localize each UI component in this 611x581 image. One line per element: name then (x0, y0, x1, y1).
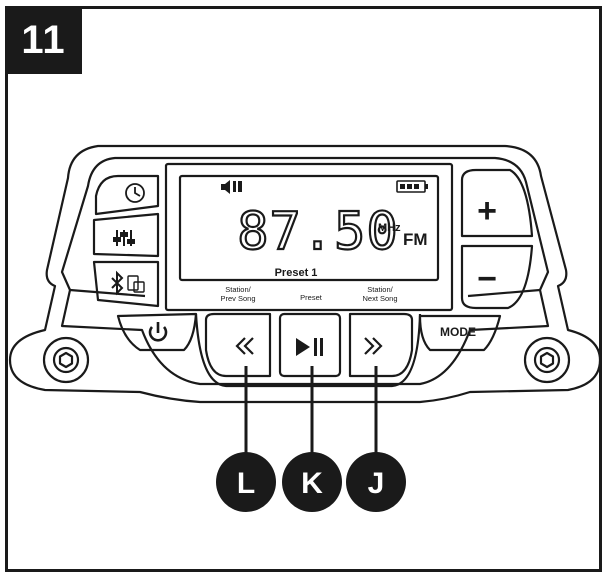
rewind-icon (235, 337, 254, 355)
prev-button[interactable] (204, 312, 272, 378)
left-mount-hex (58, 351, 74, 369)
callout-l-circle (216, 452, 276, 512)
media-source-icon (127, 275, 145, 293)
bluetooth-button[interactable] (92, 260, 160, 308)
callout-j-circle (346, 452, 406, 512)
mode-button[interactable] (418, 314, 502, 352)
play-pause-button[interactable] (278, 312, 342, 378)
callout-j-letter: J (368, 467, 385, 500)
lcd-display (178, 174, 440, 282)
device-lower-shelf (69, 288, 146, 298)
fast-forward-icon (364, 337, 383, 355)
speaker-icon (221, 180, 242, 194)
preset-button-label: Preset (300, 293, 323, 302)
minus-glyph: − (477, 260, 497, 298)
next-button[interactable] (348, 312, 414, 378)
next-label: Station/Next Song (362, 285, 397, 303)
frequency-unit: MHz (378, 222, 401, 234)
eq-button[interactable] (92, 212, 160, 258)
button-group-outline (194, 313, 422, 388)
mode-label: MODE (440, 325, 476, 339)
step-number-badge: 11 (5, 6, 82, 74)
callout-l-letter: L (237, 467, 255, 500)
right-mount-outer (523, 336, 571, 384)
volume-up-button[interactable] (460, 168, 534, 238)
clock-button[interactable] (94, 174, 160, 216)
clock-icon (125, 183, 145, 203)
preset-label: Preset 1 (275, 267, 318, 279)
right-mount-hex (539, 351, 555, 369)
right-mount-inner (533, 346, 561, 374)
device-inner-band (60, 156, 550, 386)
equalizer-icon (113, 230, 135, 246)
left-mount-outer (42, 336, 90, 384)
volume-down-button[interactable] (460, 244, 534, 310)
play-pause-icon (296, 338, 323, 356)
left-mount-inner (52, 346, 80, 374)
power-button[interactable] (116, 312, 198, 352)
frequency-readout: 87.50 (237, 202, 399, 262)
bluetooth-icon (111, 270, 124, 296)
device-lower-shelf-right (467, 288, 541, 298)
plus-glyph: + (477, 192, 497, 230)
callout-k-letter: K (301, 467, 323, 500)
device-outer-body (8, 144, 602, 404)
callout-k-circle (282, 452, 342, 512)
screen-bezel (164, 162, 454, 312)
band-label: FM (403, 230, 428, 249)
power-icon (148, 322, 168, 342)
battery-icon (396, 180, 428, 193)
clock-hands-icon (134, 187, 141, 197)
prev-label: Station/Prev Song (220, 285, 255, 303)
